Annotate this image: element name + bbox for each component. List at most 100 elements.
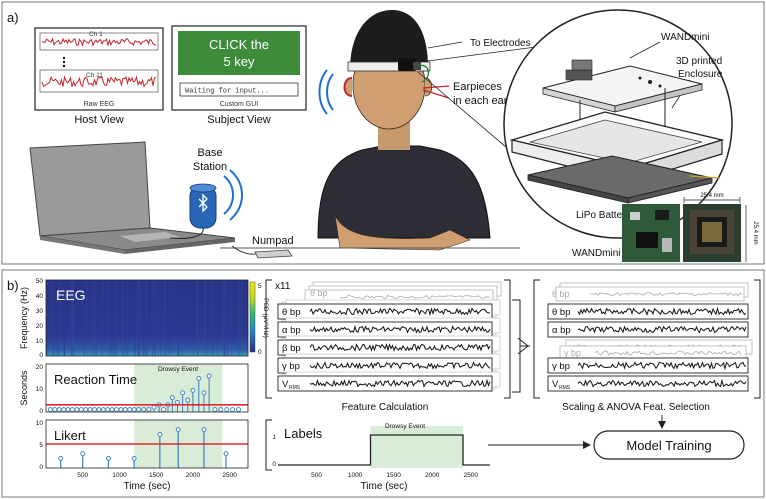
- reaction-point: [201, 390, 207, 396]
- likert-ytick: 5: [39, 442, 43, 449]
- reaction-point: [96, 407, 102, 413]
- custom-gui-label: Custom GUI: [220, 101, 259, 108]
- reaction-point: [100, 407, 106, 413]
- reaction-point: [161, 407, 166, 413]
- reaction-point: [74, 407, 80, 413]
- reaction-point: [78, 407, 84, 413]
- labels-xtick: 2500: [463, 472, 478, 479]
- connector-chevron: [517, 337, 529, 355]
- labels-xtick: 1000: [348, 472, 363, 479]
- ellipsis-dot: [62, 64, 66, 68]
- eeg-yticks: 50 40 30 20 10 0: [36, 278, 44, 359]
- reaction-point: [146, 407, 152, 413]
- panel-a-label: a): [7, 10, 19, 25]
- wandmini-label: WANDmini: [661, 32, 710, 43]
- selection-trace: [577, 378, 747, 388]
- wandmini-pointer: [629, 41, 661, 59]
- host-ch1-label: Ch 1: [89, 31, 103, 38]
- feature-bracket-left: [265, 279, 272, 399]
- reaction-point: [122, 407, 128, 413]
- likert-xtick: 1000: [112, 472, 127, 479]
- reaction-point: [52, 407, 58, 413]
- likert-frame: [45, 419, 249, 469]
- labels-drowsy-label: Drowsy Event: [385, 423, 425, 430]
- selection-row-label: γ bp: [552, 361, 570, 372]
- labels-ytick: 1: [272, 434, 276, 441]
- host-view-caption: Host View: [74, 114, 123, 126]
- dim-width-label: 25.4 mm: [700, 193, 723, 199]
- feature-trace: [309, 342, 491, 352]
- rms-subscript: RMS: [559, 385, 571, 391]
- drowsy-event-region: [370, 426, 464, 468]
- likert-point: [80, 451, 86, 457]
- feature-trace: [309, 378, 491, 388]
- reaction-point: [69, 407, 75, 413]
- ellipsis-dot: [62, 60, 66, 64]
- colorbar-top-label: 5: [258, 283, 262, 290]
- reaction-time-chart: [45, 363, 249, 413]
- gui-prompt-line2: 5 key: [223, 54, 255, 69]
- raw-eeg-label: Raw EEG: [84, 101, 115, 108]
- selection-row-frame: [547, 357, 749, 374]
- eeg-ytick: 20: [36, 323, 44, 330]
- reaction-ylabel: Seconds: [19, 370, 29, 406]
- eeg-title: EEG: [56, 287, 86, 303]
- feature-bracket-right: [504, 279, 511, 399]
- reaction-point: [230, 407, 236, 413]
- reaction-point: [87, 407, 93, 413]
- selection-row-label: α bp: [552, 325, 571, 336]
- labels-title: Labels: [284, 426, 323, 441]
- wandmini-photo-label: WANDmini: [572, 248, 621, 259]
- eeg-ytick: 10: [36, 338, 44, 345]
- base-station-label-2: Station: [193, 161, 227, 173]
- labels-xtick: 1500: [386, 472, 401, 479]
- numpad-label: Numpad: [252, 235, 294, 247]
- eeg-ytick: 40: [36, 293, 44, 300]
- x11-label: x11: [275, 281, 291, 292]
- selection-trace: [577, 306, 747, 316]
- likert-ytick: 10: [36, 420, 44, 427]
- subject-illustration: [220, 10, 520, 251]
- reaction-point: [136, 407, 142, 413]
- reaction-point: [83, 407, 89, 413]
- likert-point: [175, 427, 181, 433]
- reaction-point: [206, 373, 212, 379]
- likert-point: [105, 455, 111, 461]
- dim-height-label: 25.4 mm: [752, 221, 758, 244]
- reaction-ytick: 0: [39, 408, 43, 415]
- likert-point: [201, 427, 207, 433]
- selection-caption: Scaling & ANOVA Feat. Selection: [562, 402, 710, 413]
- subject-view: CLICK the 5 key Waiting for input... Cus…: [171, 25, 307, 126]
- electrodes-pointer: [427, 41, 463, 49]
- selection-row-frame: [547, 375, 749, 392]
- reaction-point: [114, 407, 119, 413]
- likert-xlabel: Time (sec): [124, 481, 171, 492]
- likert-xtick: 500: [77, 472, 88, 479]
- raw-eeg-trace-2: [41, 75, 157, 88]
- selection-row-frame: [547, 321, 749, 338]
- selection-row-label: θ bp: [552, 307, 571, 318]
- gui-input-box[interactable]: [179, 82, 299, 97]
- feature-row-label: V: [282, 379, 289, 390]
- reaction-point: [224, 407, 230, 413]
- host-ch11-label: Ch 11: [86, 72, 103, 79]
- reaction-ytick: 10: [36, 386, 44, 393]
- reaction-point: [175, 399, 180, 405]
- ghost-selection-stack: [555, 286, 745, 302]
- panel-b-label: b): [7, 278, 19, 293]
- selection-row-label: V: [552, 379, 559, 390]
- numpad: [231, 245, 293, 259]
- reaction-point: [61, 407, 67, 413]
- labels-ytick: 0: [272, 461, 276, 468]
- reaction-point: [196, 375, 202, 381]
- reaction-point: [92, 407, 97, 413]
- subject-arm: [334, 214, 471, 251]
- wireless-icon: [318, 69, 334, 115]
- ghost-stack-label: θ bp: [310, 288, 328, 298]
- likert-title: Likert: [54, 428, 86, 443]
- reaction-point: [47, 407, 53, 413]
- reaction-point: [190, 387, 196, 393]
- feature-trace: [309, 361, 491, 370]
- reaction-point: [65, 407, 71, 413]
